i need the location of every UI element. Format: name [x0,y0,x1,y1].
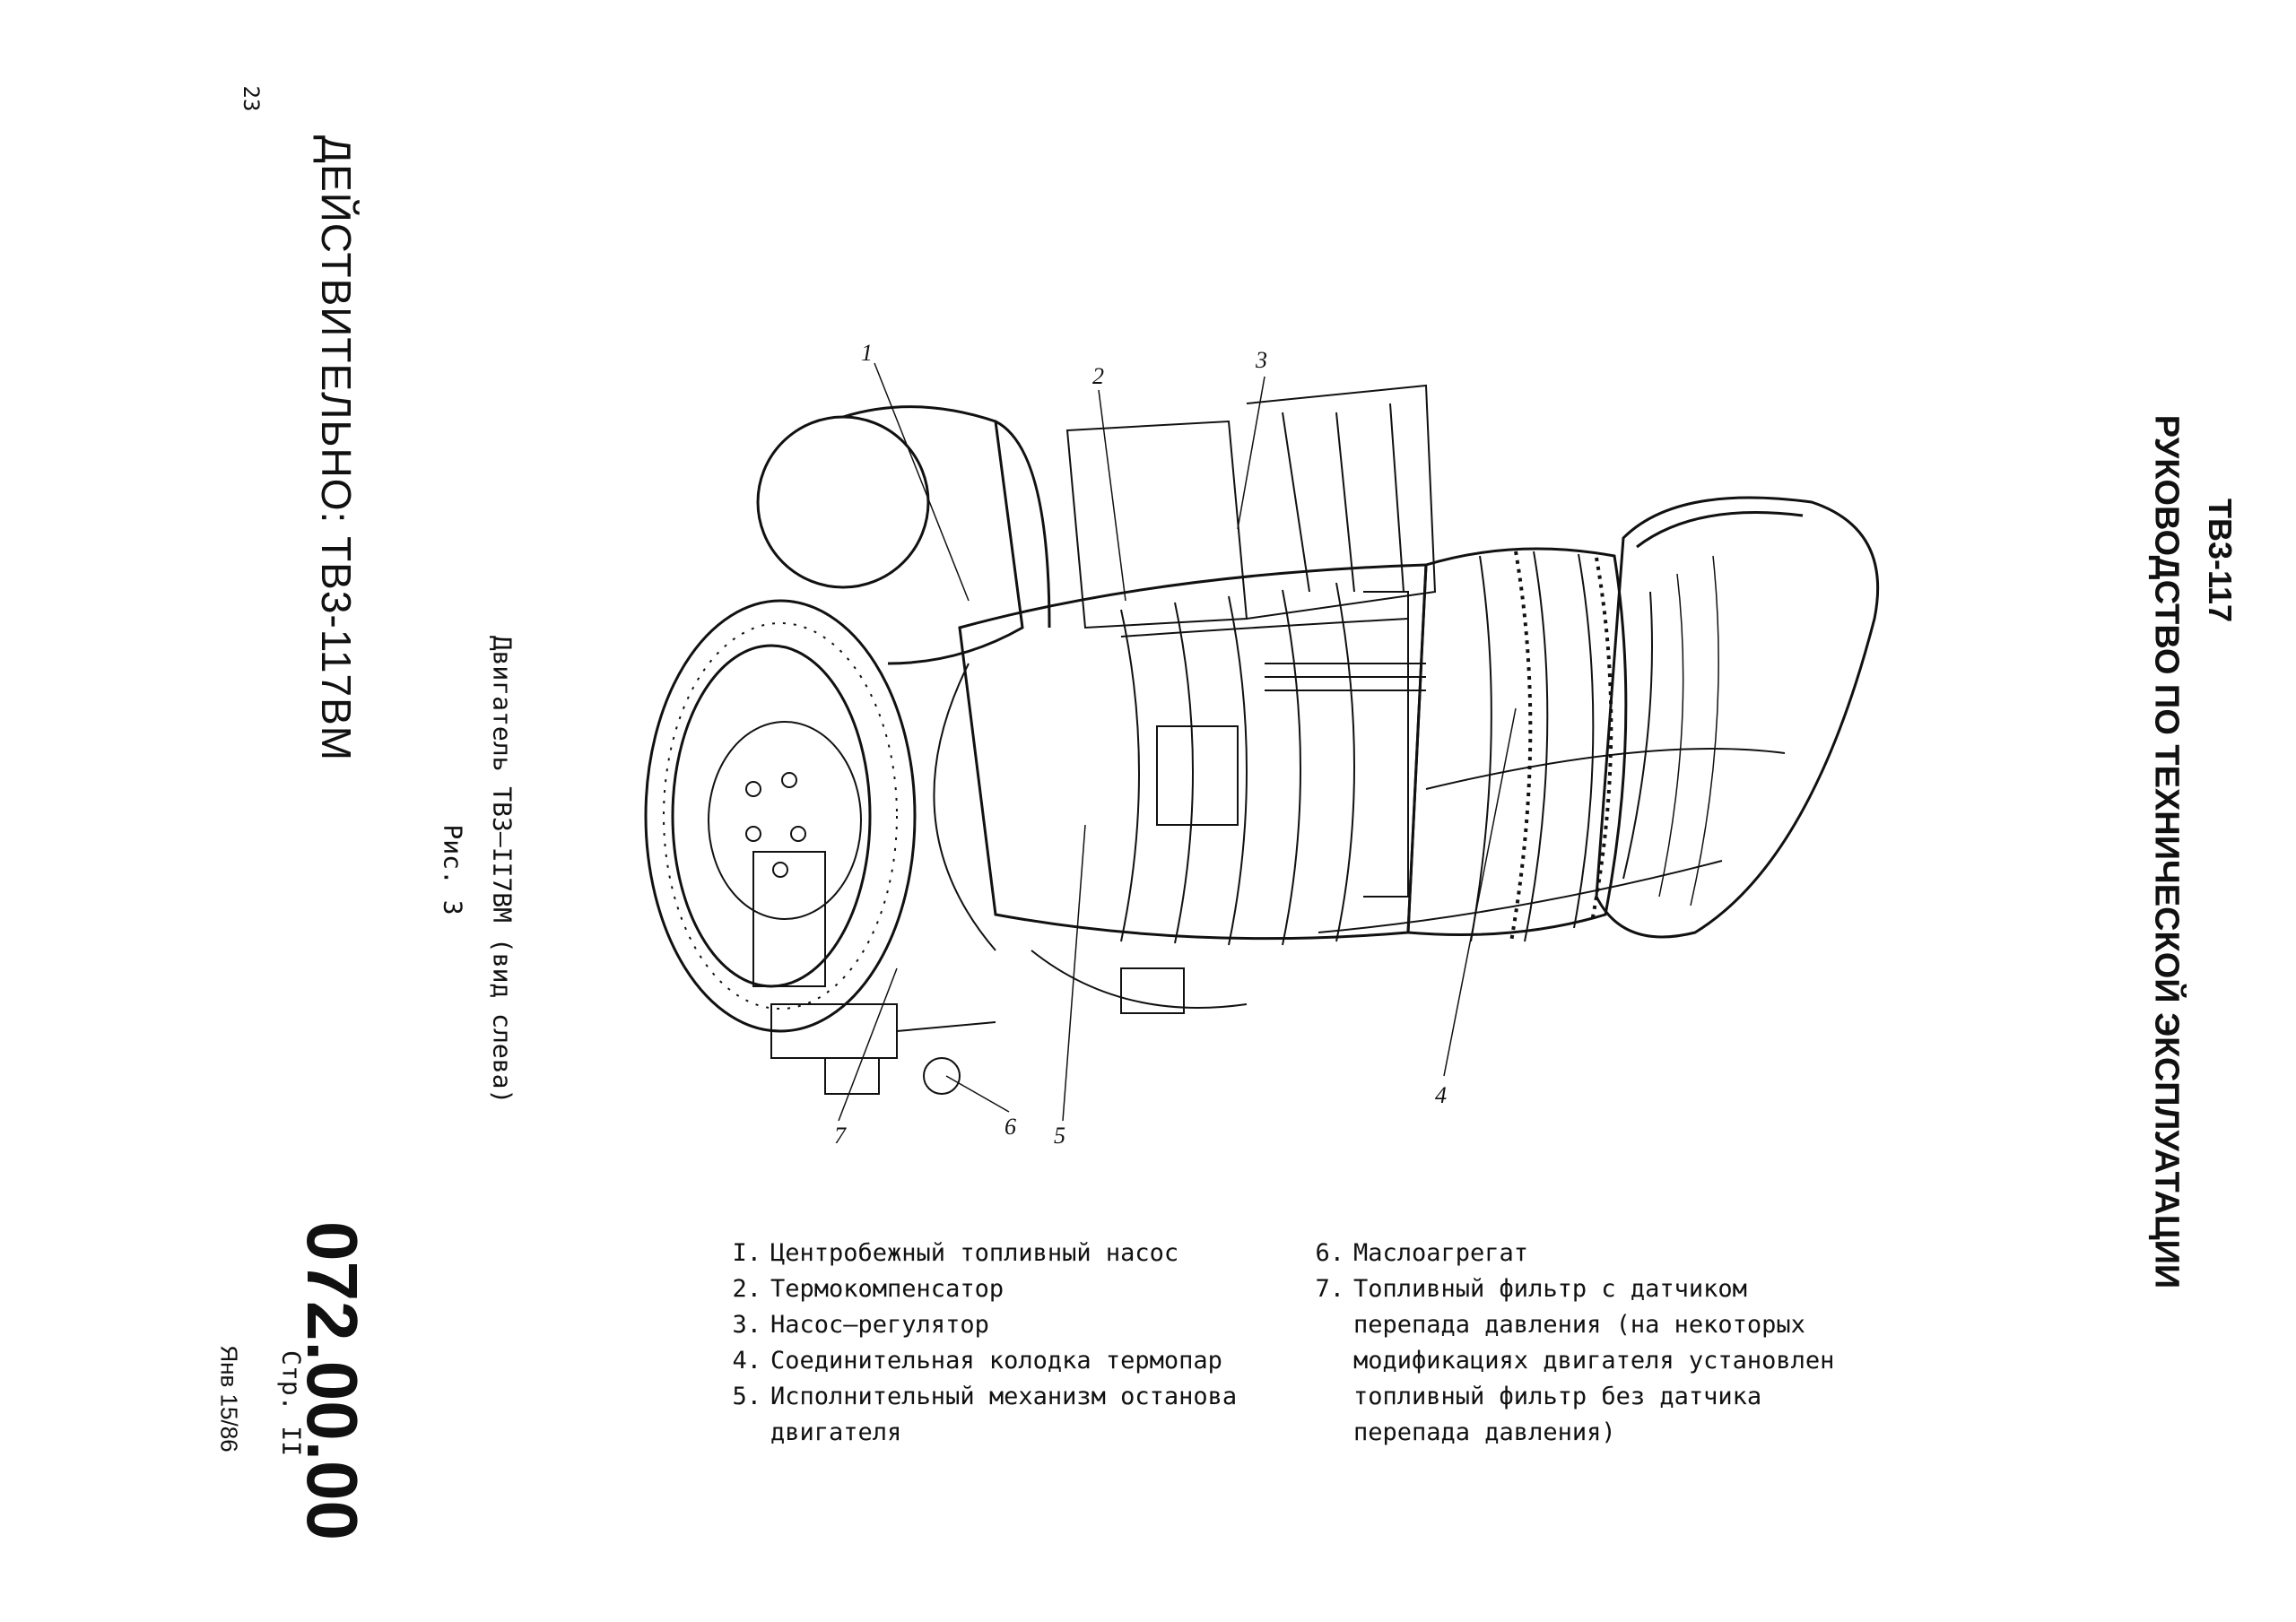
legend-item: 5.Исполнительный механизм останова [732,1383,1238,1410]
callout-2: 2 [1092,363,1104,389]
legend-item: 3.Насос–регулятор [732,1311,989,1339]
validity-note: ДЕЙСТВИТЕЛЬНО: ТВ3-117ВМ [313,134,360,762]
legend-item: 6.Маслоагрегат [1315,1239,1529,1267]
callout-5: 5 [1054,1123,1065,1149]
legend-item: перепада давления (на некоторых [1353,1311,1805,1339]
document-title: ТВ3-117 [2202,498,2239,623]
callout-3: 3 [1255,347,1267,373]
leader-lines [838,362,1517,1122]
document-subtitle: РУКОВОДСТВО ПО ТЕХНИЧЕСКОЙ ЭКСПЛУАТАЦИИ [2147,414,2186,1289]
callout-6: 6 [1004,1114,1016,1140]
legend-item: перепада давления) [1353,1418,1616,1446]
pipelines [933,618,1786,1014]
engine-illustration: 1 2 3 4 5 6 7 [644,340,1880,1149]
oil-unit [770,1003,996,1095]
legend-item: топливный фильтр без датчика [1353,1383,1762,1410]
document-page: Стр. II [276,1349,307,1457]
legend-item: модификациях двигателя установлен [1353,1347,1835,1375]
figure-caption: Двигатель ТВ3–II7ВМ (вид слева) [487,635,517,1105]
figure-number: Рис. 3 [438,824,468,915]
page-number: 23 [239,85,264,112]
legend-item: 2.Термокомпенсатор [732,1275,1004,1303]
exhaust-nozzle [1595,496,1880,939]
compressor-section [958,563,1428,946]
document-date: Янв 15/86 [215,1345,243,1453]
accessory-gearbox [756,384,1437,665]
legend-right: 6.Маслоагрегат 7.Топливный фильтр с датч… [1305,1236,1834,1451]
legend-item: I.Центробежный топливный насос [732,1239,1179,1267]
callout-4: 4 [1435,1082,1447,1108]
callout-7: 7 [834,1123,847,1149]
callout-1: 1 [861,340,873,366]
legend-left: I.Центробежный топливный насос 2.Термоко… [722,1236,1237,1451]
legend-item: двигателя [770,1418,902,1446]
front-flange [644,599,917,1033]
legend-item: 7.Топливный фильтр с датчиком [1315,1275,1747,1303]
engine-casing [1406,547,1628,942]
legend-item: 4.Соединительная колодка термопар [732,1347,1222,1375]
